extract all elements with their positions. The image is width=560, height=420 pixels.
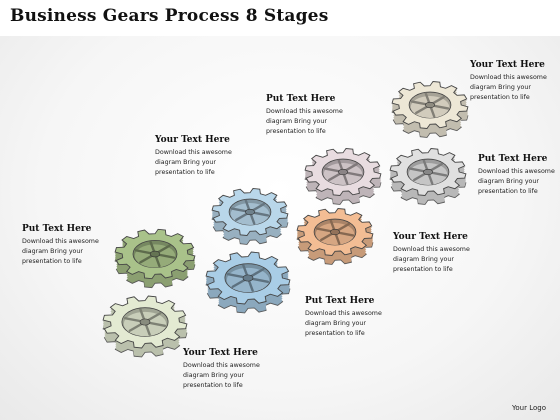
label-heading: Put Text Here [305,296,375,306]
label-heading: Put Text Here [478,154,548,164]
gear-2 [114,228,196,289]
gear-8 [391,81,469,138]
label-stage-6: Put Text Here Download this awesome diag… [266,94,366,137]
label-stage-1: Your Text Here Download this awesome dia… [183,348,283,391]
label-heading: Your Text Here [155,135,230,145]
gear-6 [304,148,382,205]
gear-5 [296,208,374,265]
logo-text: Your Logo [512,404,546,412]
gear-3 [205,251,291,314]
label-stage-5: Your Text Here Download this awesome dia… [393,232,493,275]
label-stage-4: Put Text Here Download this awesome diag… [305,296,405,339]
gear-7 [389,148,467,205]
label-body: Download this awesome diagram Bring your… [155,149,232,176]
label-heading: Your Text Here [393,232,468,242]
label-body: Download this awesome diagram Bring your… [22,238,99,265]
label-body: Download this awesome diagram Bring your… [266,108,343,135]
label-stage-2: Put Text Here Download this awesome diag… [22,224,122,267]
label-body: Download this awesome diagram Bring your… [393,246,470,273]
label-body: Download this awesome diagram Bring your… [478,168,555,195]
label-body: Download this awesome diagram Bring your… [183,362,260,389]
label-body: Download this awesome diagram Bring your… [305,310,382,337]
gear-1 [102,295,188,358]
label-heading: Put Text Here [266,94,336,104]
label-heading: Your Text Here [183,348,258,358]
label-heading: Put Text Here [22,224,92,234]
label-body: Download this awesome diagram Bring your… [470,74,547,101]
diagram-title: Business Gears Process 8 Stages [10,6,329,26]
label-stage-3: Your Text Here Download this awesome dia… [155,135,255,178]
label-stage-8: Your Text Here Download this awesome dia… [470,60,560,103]
label-stage-7: Put Text Here Download this awesome diag… [478,154,560,197]
gear-4 [211,188,289,245]
label-heading: Your Text Here [470,60,545,70]
